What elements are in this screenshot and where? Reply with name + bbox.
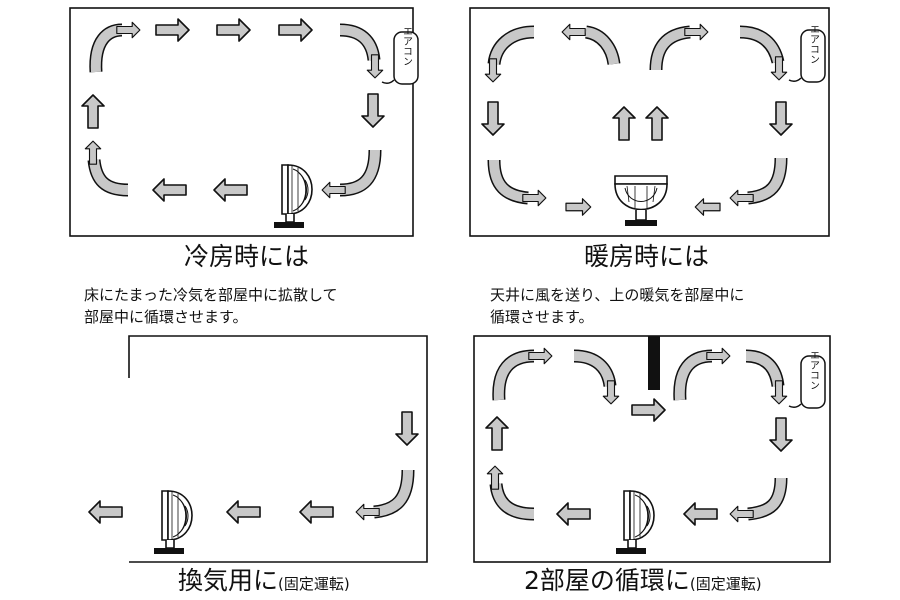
aircon-icon: エアコン	[788, 24, 826, 83]
aircon-label: エアコン	[808, 24, 820, 64]
panel-description-cooling: 床にたまった冷気を部屋中に拡散して 部屋中に循環させます。	[84, 284, 338, 328]
flow-arrow-left	[683, 502, 718, 526]
flow-arrow-up	[612, 106, 636, 141]
title-note: (固定運転)	[278, 575, 350, 593]
room-outline	[469, 7, 830, 237]
flow-arrow-left	[556, 502, 591, 526]
flow-arrow-right	[565, 198, 592, 216]
panel-title-cooling: 冷房時には	[184, 242, 310, 271]
flow-arrow-right	[155, 18, 190, 42]
flow-arrow-right	[216, 18, 251, 42]
description-line: 循環させます。	[490, 308, 594, 326]
aircon-icon: エアコン	[788, 350, 826, 409]
flow-arrow-left	[299, 500, 334, 524]
title-note: (固定運転)	[689, 575, 762, 593]
flow-arrow-down	[481, 101, 505, 136]
panel-cooling: エアコン	[69, 7, 419, 237]
flow-arrow-left	[152, 178, 187, 202]
flow-arrow-right	[278, 18, 313, 42]
partition-wall	[648, 336, 660, 390]
room-outline	[69, 7, 414, 237]
flow-arrow-right	[631, 398, 666, 422]
flow-arrow-up	[81, 94, 105, 129]
aircon-label: エアコン	[401, 26, 413, 66]
aircon-label: エアコン	[808, 350, 820, 390]
circulator-fan-icon	[614, 175, 668, 227]
panel-ventilation	[88, 335, 428, 563]
description-line: 床にたまった冷気を部屋中に拡散して	[84, 286, 338, 304]
aircon-icon: エアコン	[381, 26, 419, 85]
panel-title-heating: 暖房時には	[584, 242, 710, 271]
flow-arrow-down	[361, 93, 385, 128]
title-text: 2部屋の循環に	[524, 566, 690, 595]
circulator-fan-icon	[615, 490, 655, 555]
flow-arrow-down	[395, 411, 419, 446]
panel-heating: エアコン	[469, 7, 830, 237]
description-line: 天井に風を送り、上の暖気を部屋中に	[490, 286, 745, 304]
flow-arrow-up	[645, 106, 669, 141]
circulator-fan-icon	[153, 490, 193, 555]
panel-title-two-room: 2部屋の循環に(固定運転)	[524, 566, 762, 599]
title-text: 換気用に	[178, 566, 279, 595]
panel-description-heating: 天井に風を送り、上の暖気を部屋中に 循環させます。	[490, 284, 744, 328]
panel-title-ventilation: 換気用に(固定運転)	[178, 566, 350, 599]
description-line: 部屋中に循環させます。	[84, 308, 248, 326]
flow-arrow-left	[213, 178, 248, 202]
room-outline	[128, 335, 428, 563]
flow-arrow-down	[769, 101, 793, 136]
flow-arrow-left	[88, 500, 123, 524]
panel-two-room: エアコン	[473, 335, 831, 563]
flow-arrow-left	[694, 198, 721, 216]
circulator-fan-icon	[273, 164, 313, 229]
flow-arrow-down	[769, 417, 793, 452]
flow-arrow-up	[485, 416, 509, 451]
flow-arrow-left	[226, 500, 261, 524]
